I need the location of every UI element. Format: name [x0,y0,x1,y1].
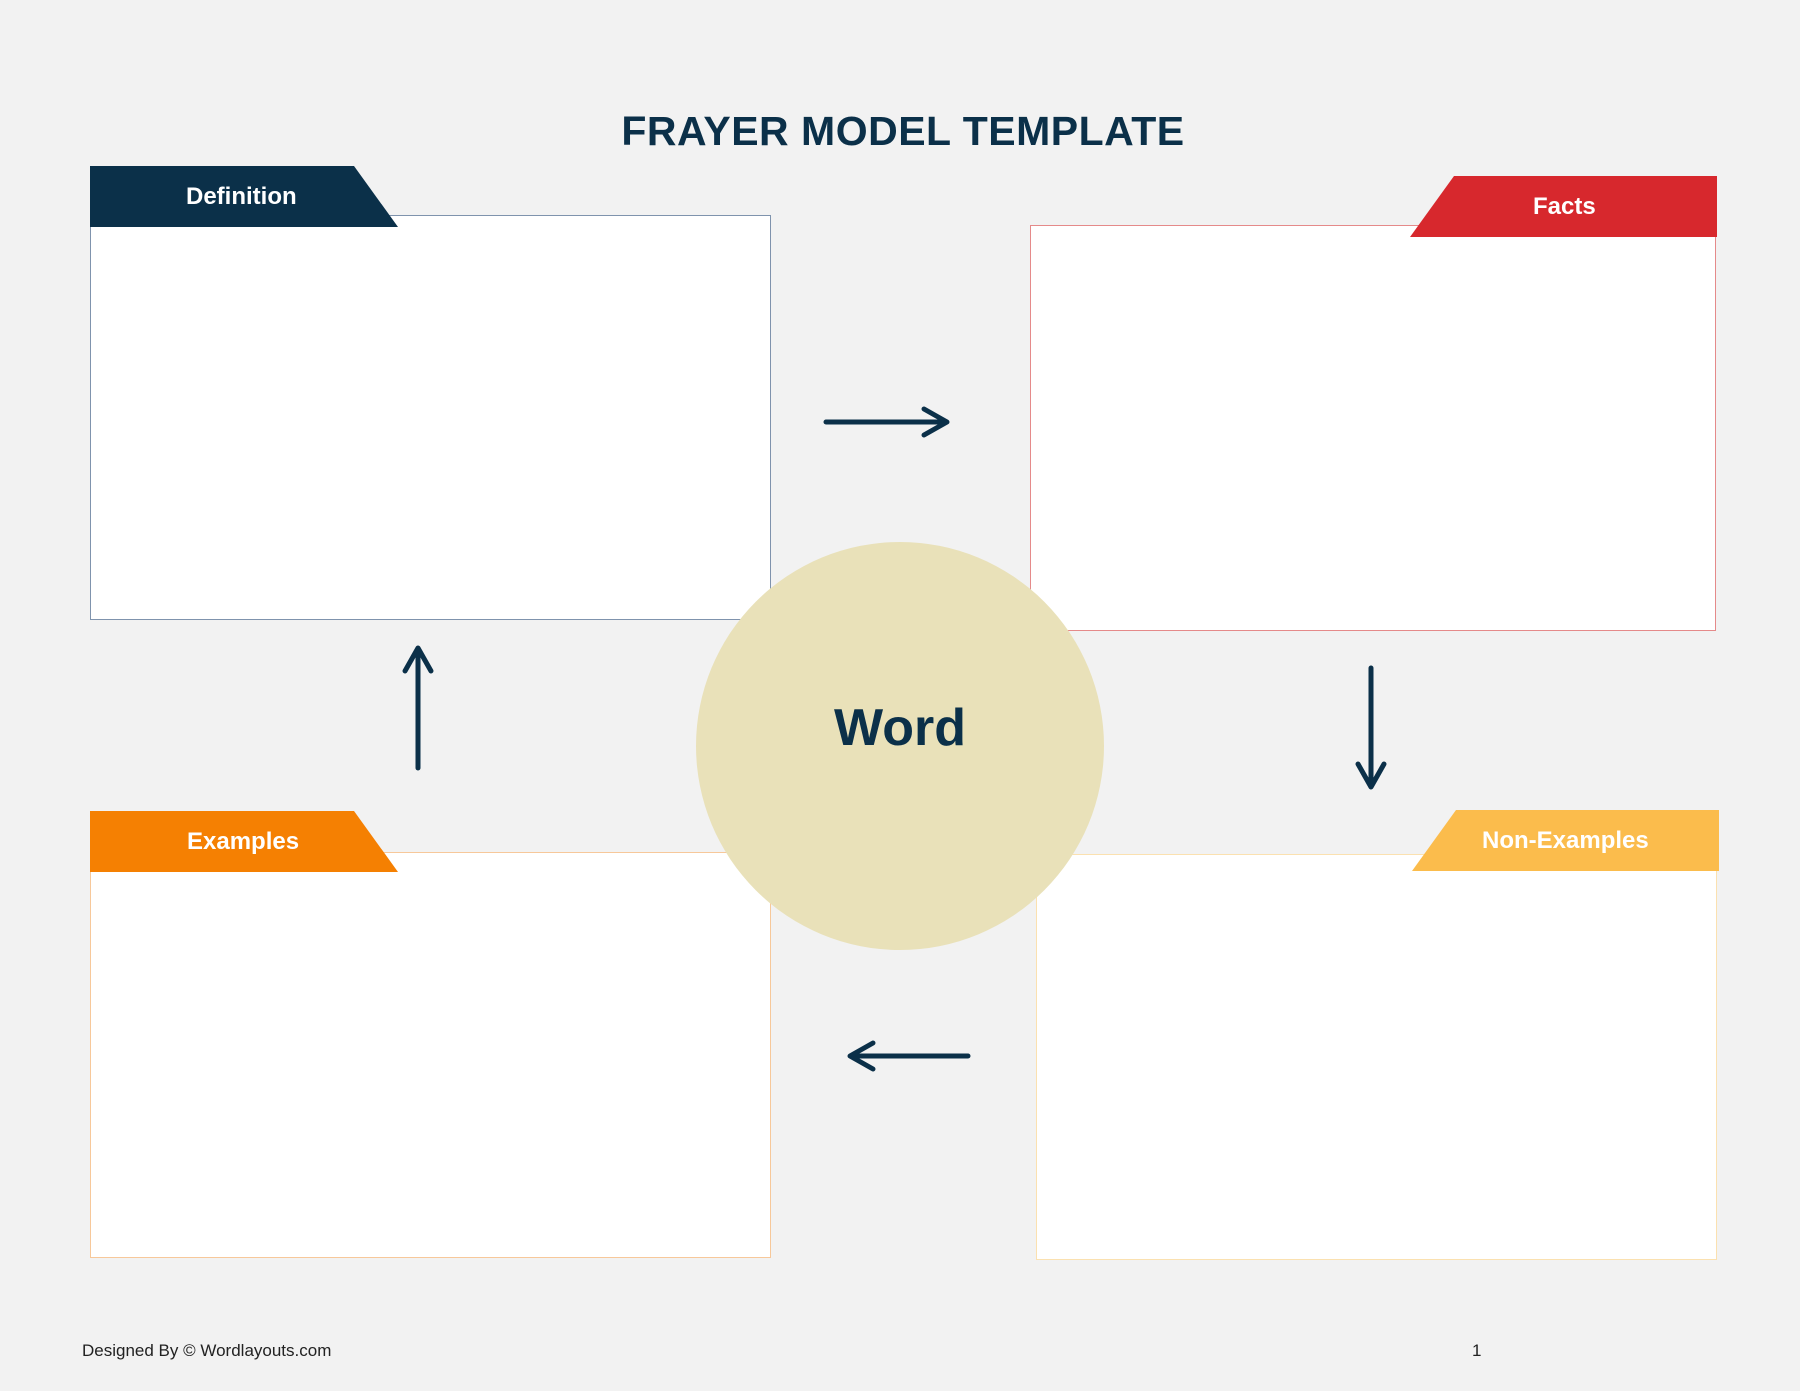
facts-tab: Facts [1410,176,1717,237]
page-number: 1 [1472,1341,1482,1360]
examples-tab: Examples [90,811,398,872]
facts-box[interactable] [1030,225,1716,631]
examples-label: Examples [187,828,300,855]
non-examples-label: Non-Examples [1482,827,1649,854]
arrow-left-icon [847,1040,971,1072]
examples-box[interactable] [90,852,771,1258]
definition-tab: Definition [90,166,398,227]
arrow-up-icon [402,645,434,771]
non-examples-tab: Non-Examples [1412,810,1719,871]
center-word[interactable]: Word [834,699,966,757]
footer-credit: Designed By © Wordlayouts.com [82,1341,332,1360]
page-title: FRAYER MODEL TEMPLATE [621,108,1185,154]
definition-label: Definition [186,183,297,210]
center-circle [696,542,1104,950]
non-examples-box[interactable] [1036,854,1717,1260]
arrow-right-icon [823,406,950,438]
definition-box[interactable] [90,215,771,620]
facts-label: Facts [1533,193,1596,220]
arrow-down-icon [1355,665,1387,790]
